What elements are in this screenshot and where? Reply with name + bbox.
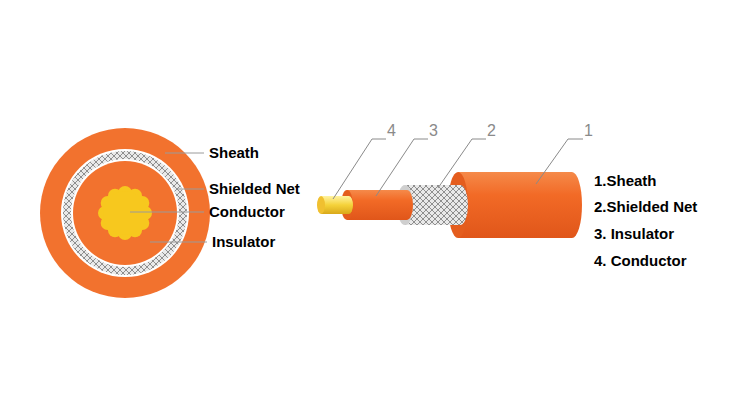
insulator-body [347, 190, 413, 220]
shield-body [405, 185, 468, 225]
sheath-body [458, 172, 582, 238]
part-label: Conductor [209, 203, 285, 221]
part-label: Sheath [209, 144, 259, 162]
part-label: Insulator [212, 233, 275, 251]
part-label: Shielded Net [209, 180, 300, 198]
conductor-body [321, 196, 353, 214]
callout-number: 4 [387, 122, 396, 140]
leader-lines [130, 153, 207, 242]
legend-item: 1.Sheath [594, 172, 657, 190]
callout-number: 2 [487, 122, 496, 140]
conductor-core [103, 191, 147, 235]
legend-item: 3. Insulator [594, 225, 674, 243]
shield-ring [63, 151, 187, 275]
insulator-ring [73, 161, 177, 265]
sheath-ring [40, 128, 210, 298]
conductor-end [317, 196, 325, 214]
callout-leaders [333, 139, 583, 199]
callout-number: 3 [429, 122, 438, 140]
legend-item: 4. Conductor [594, 252, 687, 270]
cable-cutaway [317, 172, 582, 238]
legend-item: 2.Shielded Net [594, 198, 697, 216]
shield-edge [61, 149, 189, 277]
shield-edge [71, 159, 179, 267]
cross-section [40, 128, 210, 298]
callout-number: 1 [584, 122, 593, 140]
conductor-strands [98, 186, 152, 240]
